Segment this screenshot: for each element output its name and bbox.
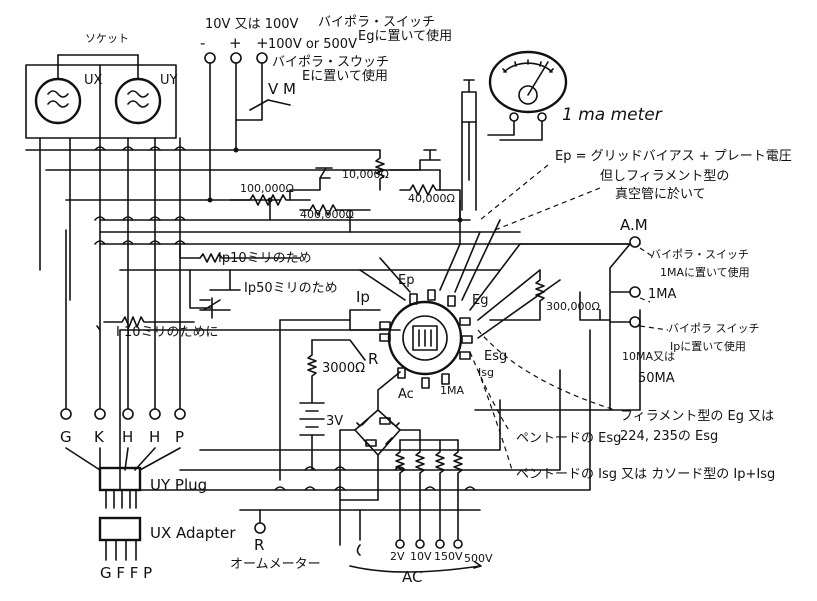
v150-label: 150V xyxy=(434,550,463,563)
filament-note-2: 真空管に於いて xyxy=(615,186,706,202)
v10-label: 10V 又は 100V xyxy=(205,17,299,32)
v-minus-terminal xyxy=(204,52,216,64)
tube-sockets: ソケット UX UY xyxy=(25,32,178,139)
socket-label: ソケット xyxy=(85,32,129,45)
v500b-label: 500V xyxy=(464,552,493,565)
ux-adapter-icon xyxy=(98,516,142,542)
v-plus1-terminal xyxy=(230,52,242,64)
v500-label: 100V or 500V xyxy=(268,37,357,52)
ma1-label: 1MA xyxy=(648,287,676,302)
eg-use-label: Egに置いて使用 xyxy=(358,28,452,44)
uy-plug-icon xyxy=(98,466,142,492)
milliammeter: 1 ma meter xyxy=(461,50,663,211)
ux-adapter-label: UX Adapter xyxy=(150,524,236,542)
voltmeter-terminals: 10V 又は 100V - + + 100V or 500V バイポラ・スイッチ… xyxy=(200,15,452,201)
uy-tube-icon xyxy=(114,77,162,125)
bipolar-am-1: バイポラ・スイッチ xyxy=(650,248,749,261)
ac-multiplier-resistors: 2V 10V 150V 500V AC xyxy=(349,439,493,586)
ip-tap-label: Ip xyxy=(356,288,370,306)
resistor-network: 10,000Ω 100,000Ω 400,000Ω 40,000Ω xyxy=(207,147,463,245)
ip10-label: Ip10ミリのため xyxy=(218,251,312,266)
bipolar-switch-top-label: バイポラ・スイッチ xyxy=(318,15,435,30)
uy-plug-label: UY Plug xyxy=(150,476,207,494)
plus1-label: + xyxy=(229,34,242,52)
uy-label: UY xyxy=(160,73,178,88)
switch-knob-icon[interactable] xyxy=(412,325,438,351)
esg-tap-label: Esg xyxy=(484,349,507,364)
ma50-label: 50MA xyxy=(638,371,675,386)
plug-pins: G K H H P UY Plug UX Adapter G F F P xyxy=(60,408,236,582)
ux-label: UX xyxy=(84,73,103,88)
pin-k-label: K xyxy=(94,428,105,446)
ep-equation-label: Ep = グリッドバイアス + プレート電圧 xyxy=(555,149,792,164)
bottom-bus xyxy=(119,309,641,556)
switch-outer-icon xyxy=(387,300,463,376)
r300000-label: 300,000Ω xyxy=(546,300,600,313)
ac-tap-label: Ac xyxy=(398,387,414,402)
pin-p-label: P xyxy=(175,428,184,446)
ip50-label: Ip50ミリのため xyxy=(244,281,338,296)
rectifier-bridge xyxy=(339,371,421,501)
r-switch-label: R xyxy=(368,350,378,368)
ima-tap-label: 1MA xyxy=(440,384,464,397)
ohm-meter-label: オームメーター xyxy=(230,557,321,572)
ma10-label: 10MA又は xyxy=(622,350,675,363)
battery-3v-label: 3V xyxy=(326,414,343,429)
bipolar-ip-1: バイポラ スイッチ xyxy=(668,322,760,335)
ohmmeter-terminal: R オームメーター xyxy=(230,522,321,572)
minus-label: - xyxy=(200,34,205,52)
am-label: A.M xyxy=(620,216,648,234)
bipolar-ip-2: Ipに置いて使用 xyxy=(670,340,746,353)
ip-shunts: Ip10ミリのため Ip50ミリのため xyxy=(179,243,338,319)
plus2-label: + xyxy=(256,34,269,52)
ep-tap-label: Ep xyxy=(398,273,414,288)
meter-body-icon xyxy=(488,50,568,114)
fil-note-2: 224, 235の Esg xyxy=(620,429,718,444)
r40000-label: 40,000Ω xyxy=(408,192,455,205)
rotary-selector-switch[interactable]: Ip Ep Eg Esg Isg Ac 1MA xyxy=(356,273,507,402)
v-plus2-terminal xyxy=(256,52,268,64)
isg-tap-label: Isg xyxy=(478,366,494,379)
r400000-label: 400,000Ω xyxy=(300,208,354,221)
ac-bottom-label: AC xyxy=(402,568,422,586)
vm-label: V M xyxy=(268,80,296,98)
bipolar-am-2: 1MAに置いて使用 xyxy=(660,266,750,279)
i10-label: I 10ミリのために xyxy=(116,325,219,340)
r100000-label: 100,000Ω xyxy=(240,182,294,195)
pin-h2-label: H xyxy=(149,428,160,446)
socket-frame xyxy=(25,64,177,139)
r10000-label: 10,000Ω xyxy=(342,168,389,181)
pentode-esg-label: ペントードの Esg xyxy=(516,431,621,446)
fil-note-1: フィラメント型の Eg 又は xyxy=(620,409,774,424)
pin-h1-label: H xyxy=(122,428,133,446)
bipolar-switch-2-label: バイポラ・スウッチ xyxy=(272,55,389,70)
meter-label: 1 ma meter xyxy=(562,105,663,125)
ohmmeter-circuit: 3000Ω R 3V xyxy=(279,309,381,481)
filament-note-1: 但しフィラメント型の xyxy=(600,169,729,184)
ux-tube-icon xyxy=(34,77,82,125)
v10b-label: 10V xyxy=(410,550,432,563)
eg-tap-label: Eg xyxy=(472,293,488,308)
pin-g-label: G xyxy=(60,428,72,446)
gffp-label: G F F P xyxy=(100,564,152,582)
r3000-label: 3000Ω xyxy=(322,361,365,376)
pentode-isg-label: ペントードの Isg 又は カソード型の Ip+Isg xyxy=(516,467,775,482)
v2-label: 2V xyxy=(390,550,405,563)
e-use-label: Eに置いて使用 xyxy=(302,68,388,84)
current-meter-switch: A.M バイポラ・スイッチ 1MAに置いて使用 1MA バイポラ スイッチ Ip… xyxy=(519,216,760,386)
ohm-r-label: R xyxy=(254,536,264,554)
